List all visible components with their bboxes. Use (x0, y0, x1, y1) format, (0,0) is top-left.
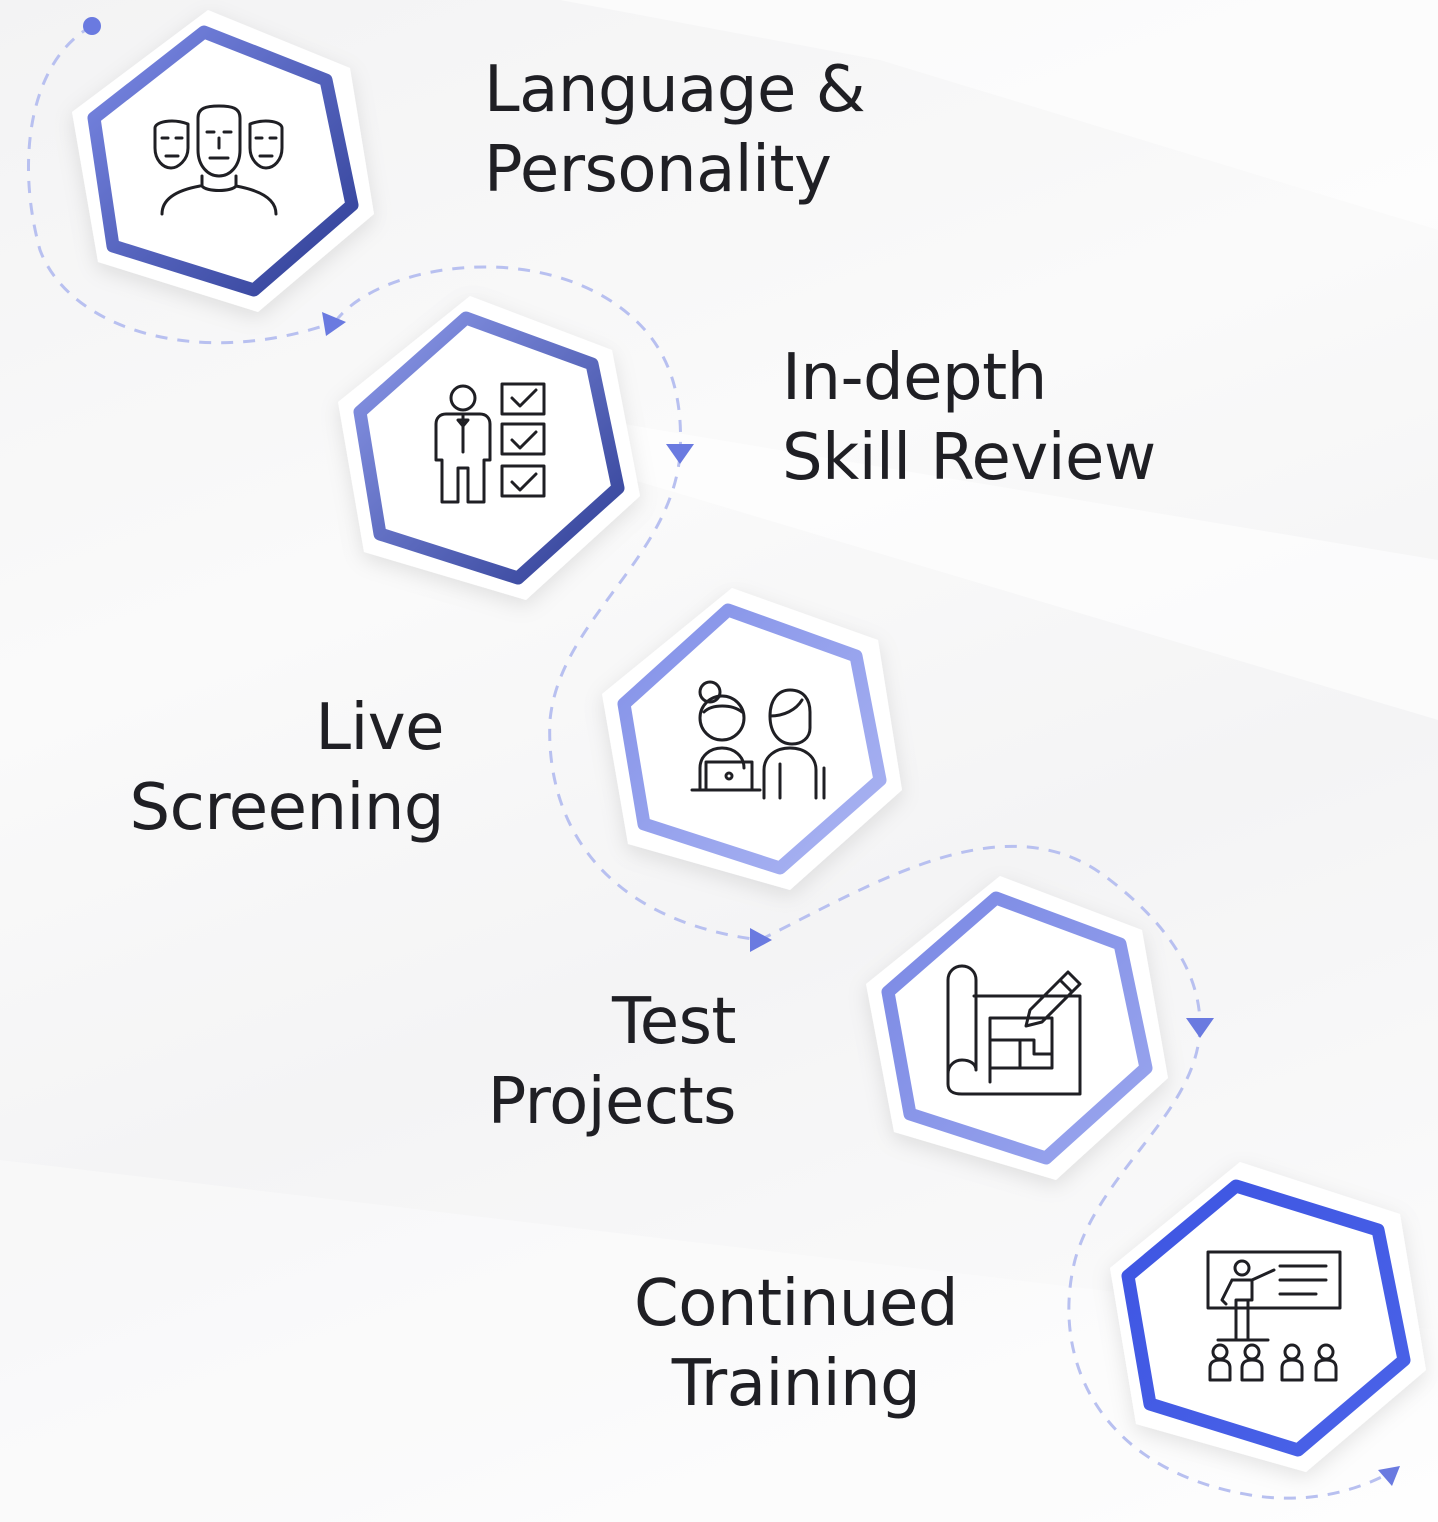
video-interview-icon (690, 680, 826, 800)
connector-arrows (322, 312, 1400, 1486)
step-node-2 (338, 296, 640, 600)
blueprint-pencil-icon (946, 964, 1082, 1096)
connector-paths (27, 24, 1396, 1500)
step-label-live-screening: Live Screening (130, 688, 445, 848)
step-label-line: Personality (484, 133, 832, 207)
connector-3-4 (759, 844, 1202, 1026)
step-label-line: Projects (487, 1065, 737, 1139)
step-label-continued-training: Continued Training (626, 1264, 966, 1424)
step-node-1 (72, 10, 374, 312)
step-node-5 (1110, 1162, 1426, 1472)
step-label-line: In-depth (782, 341, 1047, 415)
person-checklist-icon (434, 382, 546, 504)
hexagon-badge (602, 588, 902, 890)
step-label-line: Screening (129, 771, 445, 845)
step-label-skill-review: In-depth Skill Review (782, 338, 1156, 498)
arrow-head (322, 312, 346, 336)
arrow-head (750, 928, 772, 952)
hexagon-badge (72, 10, 374, 312)
step-node-4 (866, 876, 1168, 1180)
connector-1-2 (333, 265, 683, 456)
hexagon-outline (1121, 1179, 1411, 1457)
hexagon-outline (881, 891, 1153, 1165)
connector-4-5 (1067, 1024, 1396, 1500)
arrow-head (666, 444, 694, 464)
step-label-line: Language & (484, 53, 866, 127)
arrow-head (1378, 1466, 1400, 1486)
step-label-line: Training (671, 1347, 921, 1421)
step-label-line: Test (611, 985, 737, 1059)
hexagon-outline (353, 311, 625, 585)
step-label-line: Continued (634, 1267, 958, 1341)
connector-start (27, 24, 336, 345)
step-label-test-projects: Test Projects (487, 982, 737, 1142)
arrow-head (1186, 1018, 1214, 1038)
audience-icon (1208, 1343, 1338, 1382)
teacher-presentation-icon (1206, 1250, 1342, 1382)
hexagon-outline (617, 603, 887, 875)
step-label-line: Skill Review (782, 421, 1156, 495)
hexagon-badge (866, 876, 1168, 1180)
step-label-line: Live (315, 691, 444, 765)
connector-2-3 (548, 454, 761, 942)
start-dot (83, 17, 101, 35)
step-label-language-personality: Language & Personality (484, 50, 866, 210)
hexagon-outline (87, 25, 359, 297)
step-node-3 (602, 588, 902, 890)
hexagon-badge (1110, 1162, 1426, 1472)
faces-mask-icon (153, 104, 284, 216)
